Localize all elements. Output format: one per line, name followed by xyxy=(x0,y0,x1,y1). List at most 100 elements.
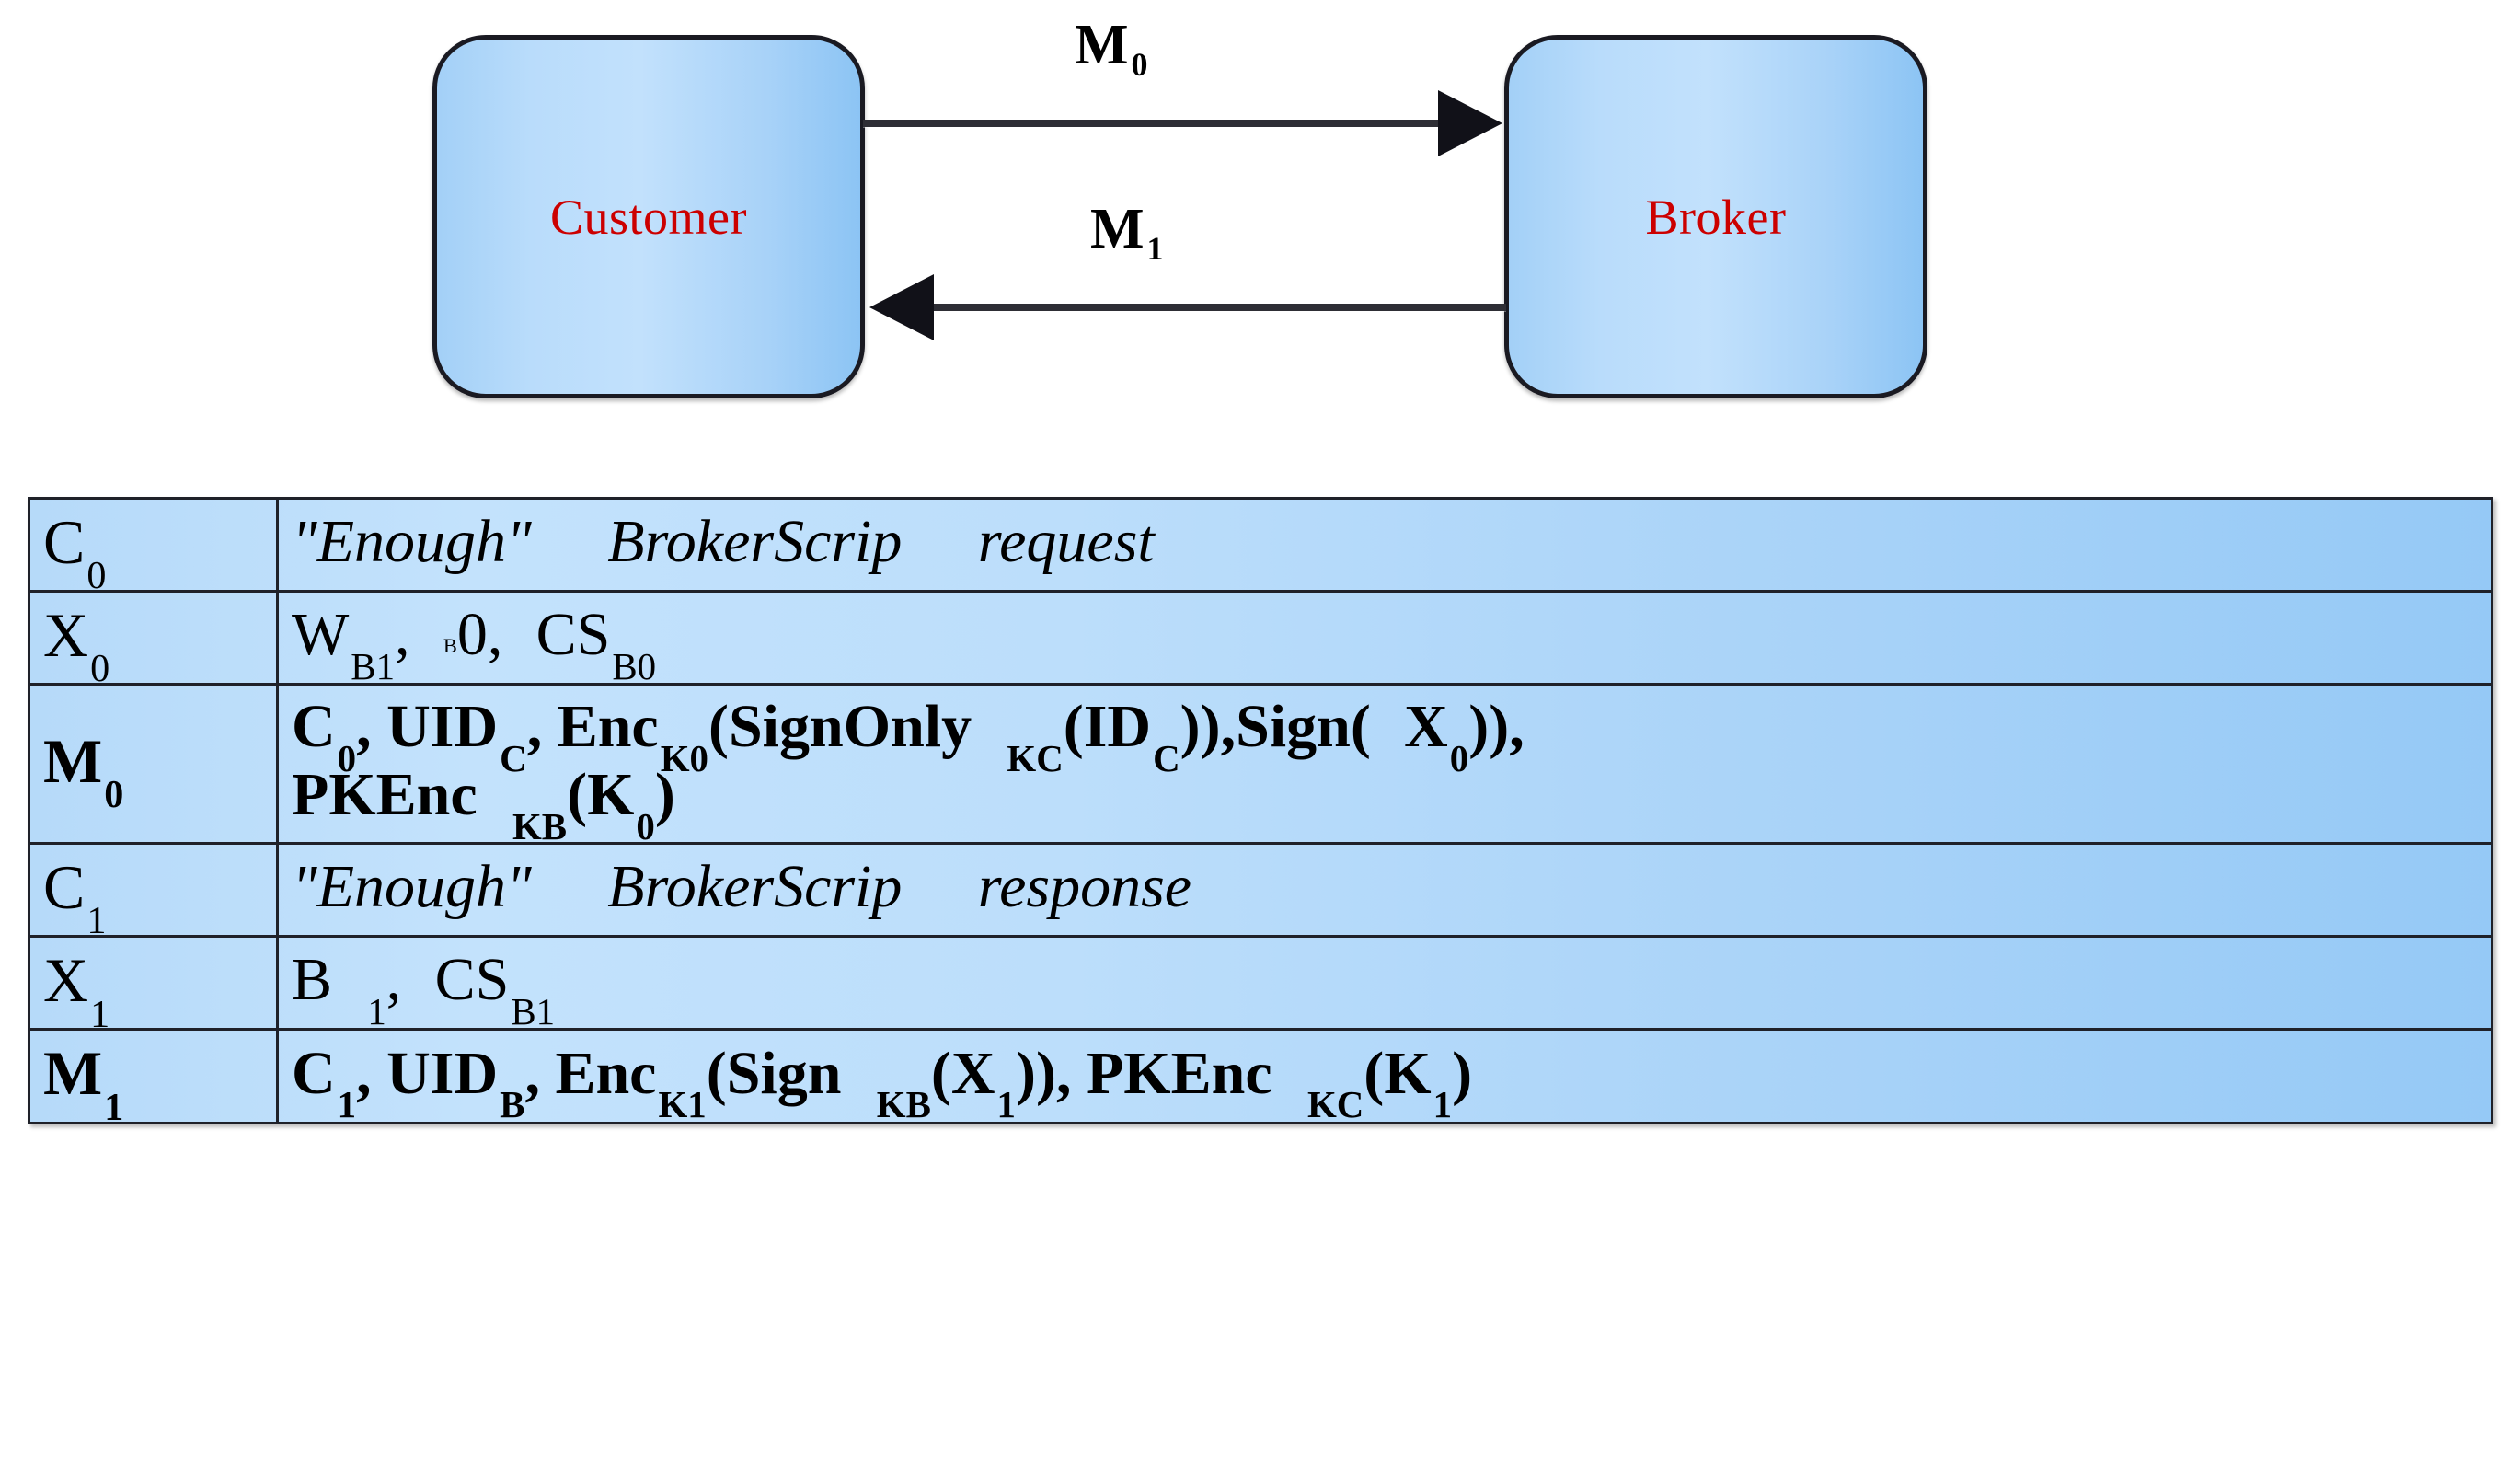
text-run: response xyxy=(977,853,1192,921)
key-subscript: 0 xyxy=(104,773,124,817)
subscript: 0 xyxy=(1449,737,1469,779)
subscript: B xyxy=(500,1084,525,1126)
text-run: , Enc xyxy=(526,693,659,761)
text-run: (K xyxy=(567,761,635,829)
superscript: B xyxy=(443,634,457,658)
text-run: BrokerScrip xyxy=(607,853,903,921)
subscript: 0 xyxy=(636,805,655,848)
key-base: M xyxy=(43,1038,103,1109)
text-run: CS xyxy=(535,601,611,669)
text-run: 0 xyxy=(456,601,488,669)
subscript: C xyxy=(500,737,527,779)
arrow-label-m1-base: M xyxy=(1090,198,1145,260)
text-run: BrokerScrip xyxy=(607,508,903,576)
text-run: W xyxy=(292,601,350,669)
text-run: CS xyxy=(434,946,510,1014)
subscript: 1 xyxy=(337,1084,357,1126)
subscript: K1 xyxy=(658,1084,707,1126)
text-run: , UID xyxy=(356,693,499,761)
table-cell-key: X0 xyxy=(28,590,279,688)
text-run: , Enc xyxy=(524,1039,657,1107)
key-subscript: 1 xyxy=(86,899,107,943)
key-base: C xyxy=(43,852,86,923)
text-run: PKEnc xyxy=(292,761,478,829)
text-run: (X xyxy=(930,1039,995,1107)
subscript: KC xyxy=(1306,1084,1364,1126)
subscript: KB xyxy=(876,1084,931,1126)
text-run: "Enough" xyxy=(292,853,532,921)
text-run: (SignOnly xyxy=(708,693,972,761)
key-base: M xyxy=(43,726,103,797)
text-run: , xyxy=(395,601,410,669)
text-run: )),Sign( xyxy=(1179,693,1371,761)
text-run: request xyxy=(977,508,1155,576)
arrow-m0-line xyxy=(863,120,1443,127)
key-subscript: 1 xyxy=(104,1085,124,1129)
text-run: ) xyxy=(1452,1039,1473,1107)
subscript: 1 xyxy=(996,1084,1016,1126)
entity-box-customer[interactable]: Customer xyxy=(432,35,865,398)
key-base: X xyxy=(43,945,89,1016)
arrow-label-m0: M0 xyxy=(1075,17,1148,82)
subscript: B0 xyxy=(612,645,657,687)
text-run: )), xyxy=(1468,693,1525,761)
arrow-label-m1: M1 xyxy=(1090,201,1164,266)
key-subscript: 1 xyxy=(90,992,110,1036)
text-run: , xyxy=(487,601,503,669)
text-run: , xyxy=(385,946,402,1014)
arrow-m1-line xyxy=(934,304,1506,311)
table-cell-value: "Enough" BrokerScrip response xyxy=(276,842,2493,939)
subscript: B1 xyxy=(511,990,556,1032)
text-run: , UID xyxy=(356,1039,499,1107)
text-run: C xyxy=(292,693,336,761)
arrow-label-m0-base: M xyxy=(1075,14,1129,76)
subscript: 1 xyxy=(1433,1084,1453,1126)
table-cell-key: M1 xyxy=(28,1028,279,1126)
subscript: KB xyxy=(512,805,568,848)
arrowhead-right-icon xyxy=(1438,90,1502,156)
entity-box-broker[interactable]: Broker xyxy=(1504,35,1927,398)
table-cell-value: "Enough" BrokerScrip request xyxy=(276,496,2493,594)
text-run: (ID xyxy=(1063,693,1152,761)
entity-label-broker: Broker xyxy=(1645,189,1787,245)
key-base: C xyxy=(43,507,86,577)
text-run: C xyxy=(292,1039,336,1107)
table-cell-value: WB1,B0,CSB0 xyxy=(276,590,2493,687)
key-subscript: 0 xyxy=(90,647,110,691)
table-cell-key: X1 xyxy=(28,935,279,1033)
sequence-diagram: Customer Broker M0 M1 xyxy=(0,0,2520,432)
text-run: )), PKEnc xyxy=(1016,1039,1272,1107)
text-run: "Enough" xyxy=(292,508,532,576)
subscript: 0 xyxy=(337,737,357,779)
subscript: 1 xyxy=(367,990,386,1032)
text-run: X xyxy=(1404,693,1448,761)
table-cell-key: C0 xyxy=(28,496,279,595)
text-run: (Sign xyxy=(706,1039,842,1107)
subscript: C xyxy=(1153,737,1180,779)
subscript: K0 xyxy=(660,737,708,779)
text-run: (K xyxy=(1364,1039,1432,1107)
key-base: X xyxy=(43,600,89,671)
subscript: KC xyxy=(1007,737,1064,779)
table-cell-key: M0 xyxy=(28,683,279,846)
arrowhead-left-icon xyxy=(869,274,934,340)
text-run: B xyxy=(292,946,333,1014)
table-cell-key: C1 xyxy=(28,842,279,940)
key-subscript: 0 xyxy=(86,554,107,598)
arrow-label-m0-sub: 0 xyxy=(1131,46,1148,84)
subscript: B1 xyxy=(351,645,396,687)
arrow-label-m1-sub: 1 xyxy=(1146,230,1164,268)
